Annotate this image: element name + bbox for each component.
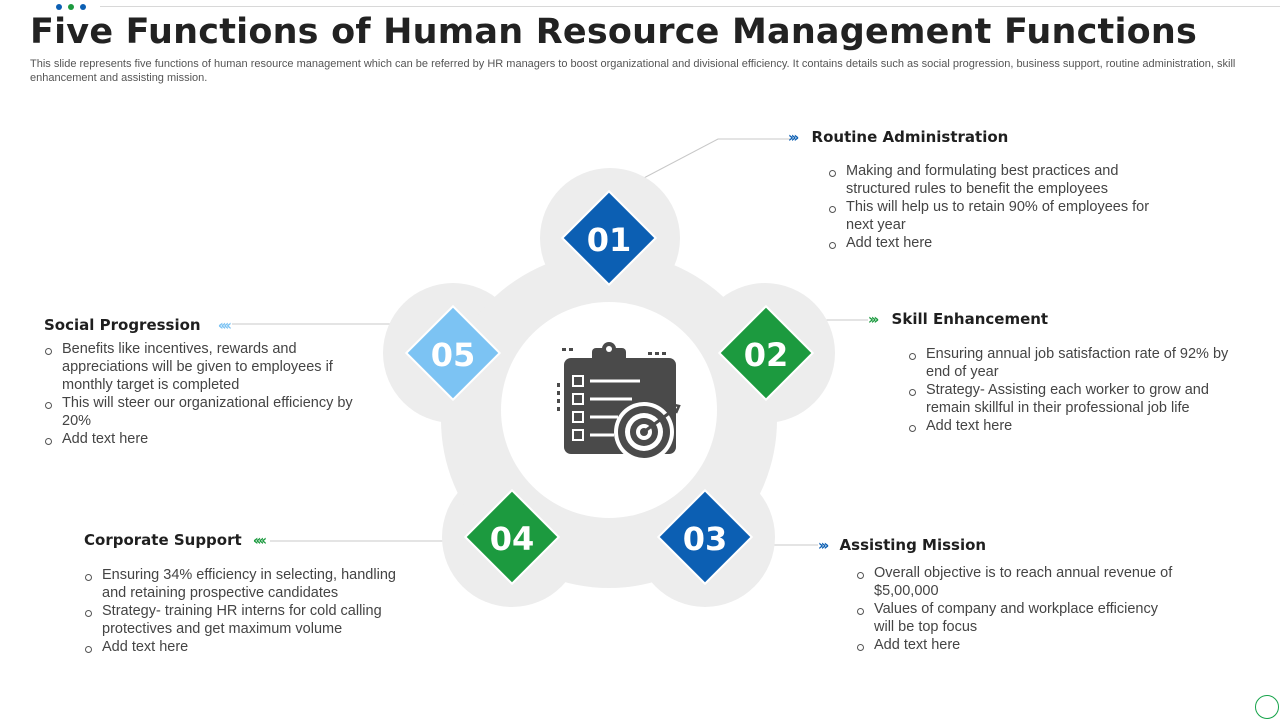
- corporate-support-heading: Corporate Support ‹‹‹‹: [84, 531, 414, 549]
- diamond-05: 05: [404, 304, 502, 402]
- social-progression-title: Social Progression: [44, 316, 201, 334]
- clipboard-target-icon: [557, 342, 681, 462]
- routine-administration-block: ››› Routine Administration Making and fo…: [788, 128, 1158, 252]
- corner-circle-icon: [1255, 695, 1279, 719]
- diamond-04: 04: [463, 488, 561, 586]
- diamond-01-number: 01: [587, 221, 632, 259]
- diamond-03-number: 03: [683, 520, 728, 558]
- routine-administration-title: Routine Administration: [811, 128, 1009, 146]
- connector-routine: [639, 138, 790, 181]
- diamond-05-number: 05: [431, 336, 476, 374]
- list-item: Ensuring annual job satisfaction rate of…: [908, 345, 1238, 381]
- assisting-mission-block: ››› Assisting Mission Overall objective …: [818, 536, 1176, 654]
- corporate-support-title: Corporate Support: [84, 531, 242, 549]
- list-item: Making and formulating best practices an…: [828, 162, 1158, 198]
- skill-enhancement-title: Skill Enhancement: [891, 310, 1049, 328]
- page-subtitle: This slide represents five functions of …: [30, 58, 1236, 84]
- diamond-02: 02: [717, 304, 815, 402]
- list-item: Add text here: [84, 638, 414, 656]
- list-item: Add text here: [44, 430, 374, 448]
- page-title: Five Functions of Human Resource Managem…: [30, 12, 1198, 52]
- top-divider-line: [100, 6, 1280, 7]
- dot-blue-2: [80, 4, 86, 10]
- dot-green: [68, 4, 74, 10]
- chevron-right-icon: ›››: [788, 130, 799, 146]
- social-progression-list: Benefits like incentives, rewards and ap…: [44, 340, 374, 448]
- skill-enhancement-list: Ensuring annual job satisfaction rate of…: [908, 345, 1238, 435]
- corporate-support-list: Ensuring 34% efficiency in selecting, ha…: [84, 566, 414, 656]
- chevron-left-icon: ‹‹‹‹: [252, 533, 267, 549]
- list-item: This will help us to retain 90% of emplo…: [828, 198, 1158, 234]
- dot-blue: [56, 4, 62, 10]
- list-item: Add text here: [828, 234, 1158, 252]
- assisting-mission-title: Assisting Mission: [839, 536, 987, 554]
- diamond-01: 01: [560, 189, 658, 287]
- list-item: Values of company and workplace efficien…: [856, 600, 1176, 636]
- list-item: Add text here: [908, 417, 1238, 435]
- list-item: Overall objective is to reach annual rev…: [856, 564, 1176, 600]
- decorative-dots: [56, 4, 86, 10]
- corporate-support-block: Corporate Support ‹‹‹‹ Ensuring 34% effi…: [84, 531, 414, 656]
- assisting-mission-list: Overall objective is to reach annual rev…: [856, 564, 1176, 654]
- chevron-left-icon: ‹‹‹‹: [217, 318, 232, 334]
- routine-administration-heading: ››› Routine Administration: [788, 128, 1158, 146]
- diamond-03: 03: [656, 488, 754, 586]
- social-progression-block: Social Progression ‹‹‹‹ Benefits like in…: [44, 316, 374, 448]
- routine-administration-list: Making and formulating best practices an…: [828, 162, 1158, 252]
- skill-enhancement-heading: ››› Skill Enhancement: [868, 310, 1238, 328]
- assisting-mission-heading: ››› Assisting Mission: [818, 536, 1176, 554]
- social-progression-heading: Social Progression ‹‹‹‹: [44, 316, 374, 334]
- list-item: This will steer our organizational effic…: [44, 394, 374, 430]
- diamond-04-number: 04: [490, 520, 535, 558]
- diamond-02-number: 02: [744, 336, 789, 374]
- list-item: Benefits like incentives, rewards and ap…: [44, 340, 374, 394]
- list-item: Add text here: [856, 636, 1176, 654]
- list-item: Strategy- training HR interns for cold c…: [84, 602, 414, 638]
- chevron-right-icon: ›››: [868, 312, 879, 328]
- list-item: Ensuring 34% efficiency in selecting, ha…: [84, 566, 414, 602]
- chevron-right-icon: ›››: [818, 538, 829, 554]
- list-item: Strategy- Assisting each worker to grow …: [908, 381, 1238, 417]
- skill-enhancement-block: ››› Skill Enhancement Ensuring annual jo…: [868, 310, 1238, 435]
